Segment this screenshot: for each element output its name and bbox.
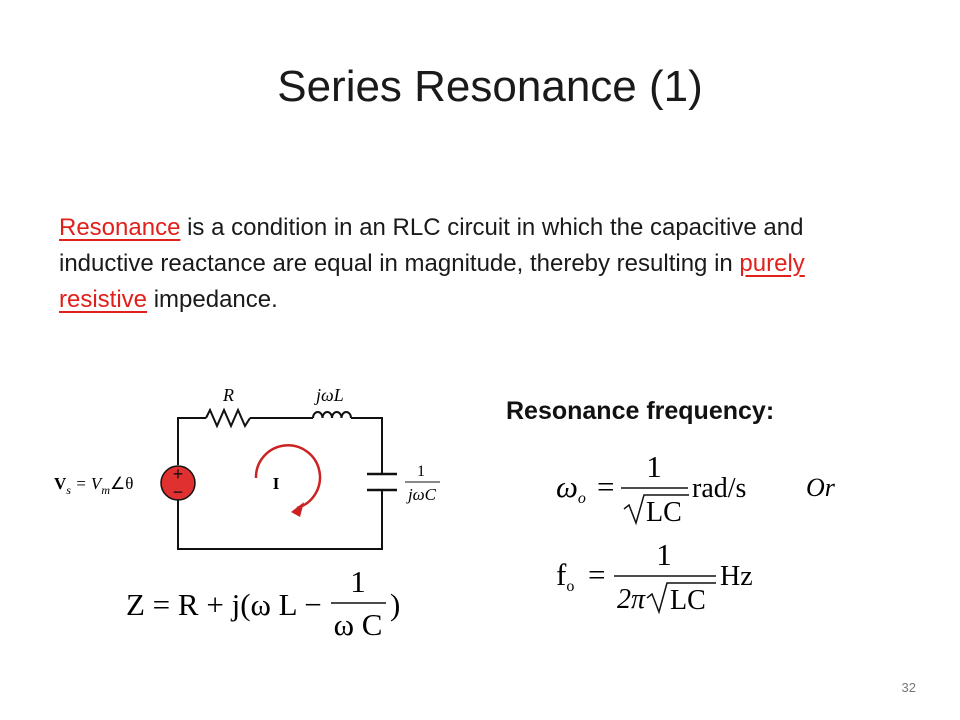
omega-equals: = <box>597 469 614 504</box>
f-sqrt-sign <box>646 582 716 615</box>
omega-frac-den: LC <box>646 497 682 528</box>
inductor-label: jωL <box>314 385 344 405</box>
term-resonance: Resonance <box>59 214 181 241</box>
page-number: 32 <box>901 680 916 695</box>
current-label: I <box>273 474 280 493</box>
inductor-symbol <box>312 411 352 419</box>
omega-sqrt-sign <box>623 494 689 526</box>
impedance-frac-den: ω C <box>334 607 383 642</box>
resistor-symbol <box>205 407 251 429</box>
intro-text-2: impedance. <box>147 286 278 313</box>
current-arrowhead-icon <box>291 502 304 517</box>
f-equals: = <box>588 557 605 592</box>
impedance-lhs: Z = R + j(ω L − <box>126 587 322 622</box>
omega-frac-num: 1 <box>646 449 662 484</box>
source-label: Vs = Vm∠θ <box>54 474 133 497</box>
or-label: Or <box>806 473 835 502</box>
capacitor-num: 1 <box>417 463 425 480</box>
resonance-frequency-heading: Resonance frequency: <box>506 397 775 425</box>
voltage-source-symbol <box>160 465 196 501</box>
f-den-prefix: 2π <box>617 584 646 615</box>
f-frac-num: 1 <box>656 537 672 572</box>
f-unit: Hz <box>720 561 753 592</box>
impedance-close-paren: ) <box>390 587 400 622</box>
source-minus-sign: − <box>173 482 184 502</box>
capacitor-symbol <box>367 472 397 492</box>
intro-paragraph: Resonance is a condition in an RLC circu… <box>59 210 859 318</box>
source-plus-sign: + <box>173 464 184 484</box>
resistor-label: R <box>222 385 234 405</box>
omega-symbol: ωo <box>556 469 586 507</box>
current-arrow-icon <box>254 444 322 510</box>
circuit-wires <box>177 417 383 550</box>
term-purely-resistive: purely resistive <box>59 250 805 313</box>
f-symbol: fo <box>556 557 574 595</box>
f-frac-den: LC <box>670 585 706 616</box>
slide-title: Series Resonance (1) <box>277 62 703 111</box>
omega-unit: rad/s <box>692 473 746 504</box>
impedance-frac-num: 1 <box>350 564 366 599</box>
intro-text-1: is a condition in an RLC circuit in whic… <box>59 214 804 277</box>
capacitor-den: jωC <box>406 485 437 504</box>
